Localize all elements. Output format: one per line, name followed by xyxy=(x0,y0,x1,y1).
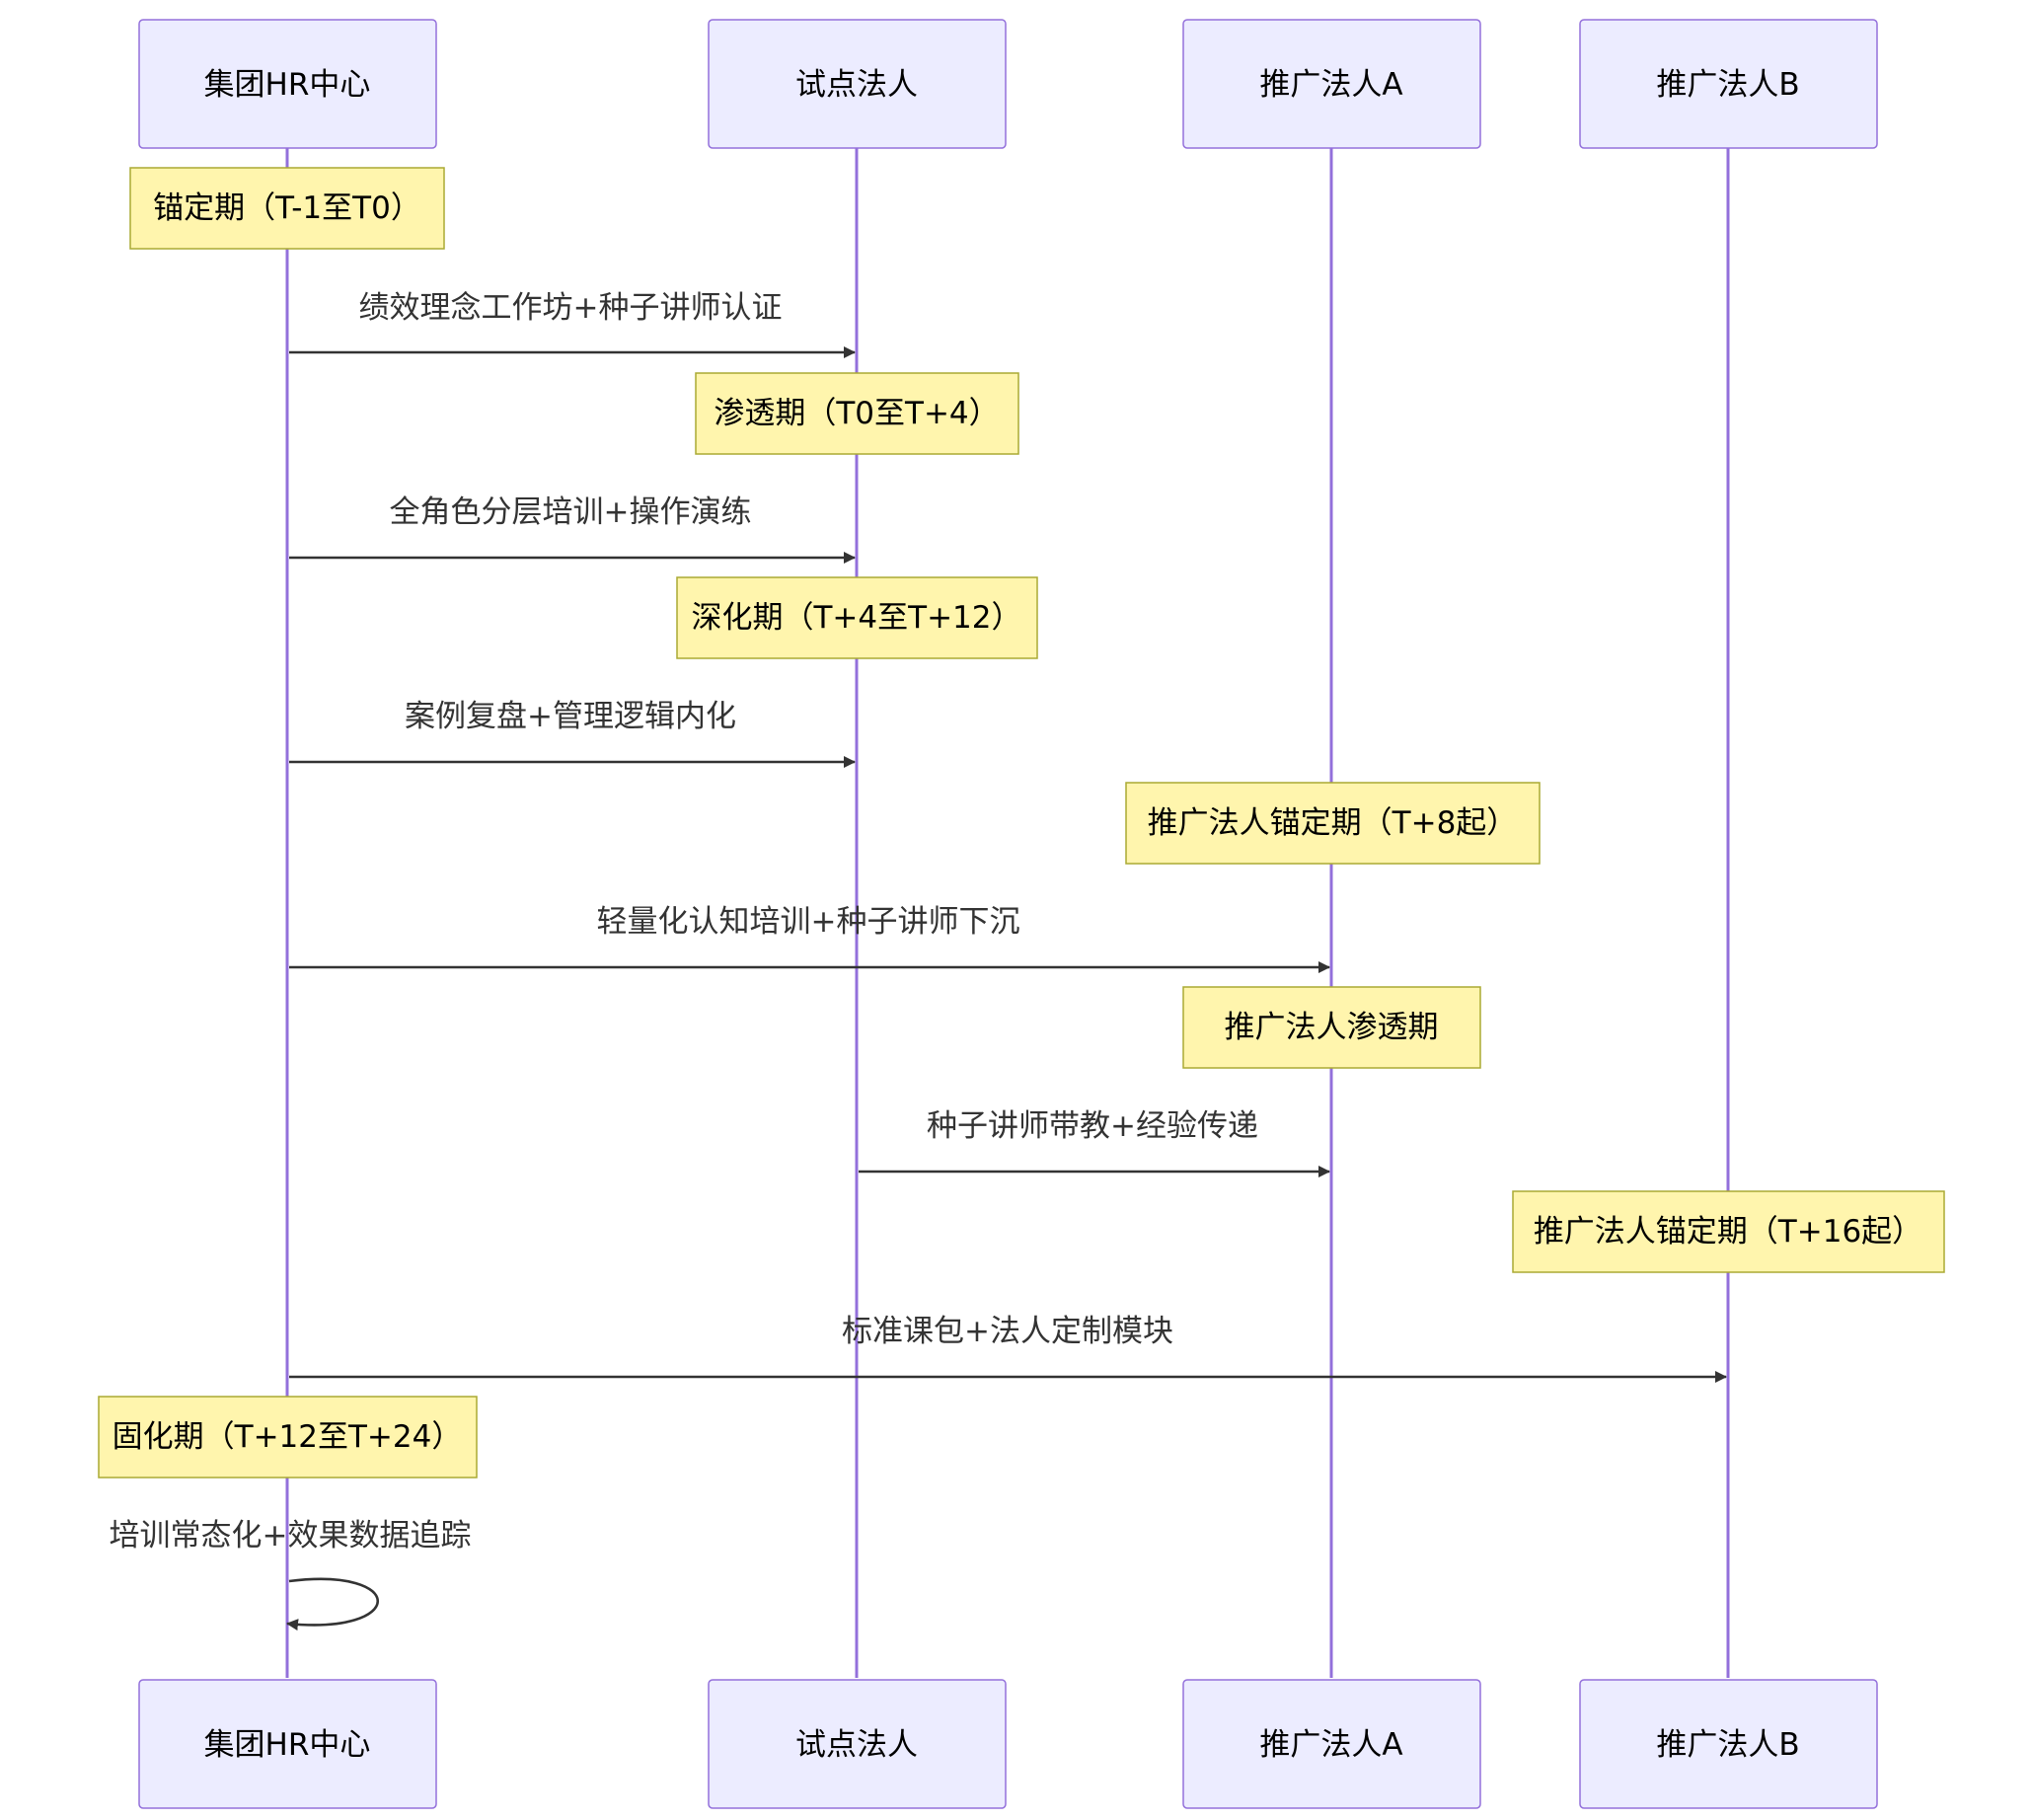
note-box xyxy=(129,167,445,250)
actor-box xyxy=(708,1679,1007,1809)
actor-label: 推广法人A xyxy=(1259,67,1402,103)
message-label: 种子讲师带教+经验传递 xyxy=(927,1108,1258,1144)
actor-a-bottom[interactable]: 推广法人A xyxy=(1182,1679,1481,1809)
note-box xyxy=(695,372,1019,455)
note-consolidation-period: 固化期（T+12至T+24） xyxy=(98,1396,478,1479)
note-promotion-penetration-a: 推广法人渗透期 xyxy=(1182,986,1481,1069)
note-box xyxy=(1125,782,1541,865)
actor-pilot-top[interactable]: 试点法人 xyxy=(708,19,1007,149)
actor-b-top[interactable]: 推广法人B xyxy=(1579,19,1878,149)
note-deepening-period: 深化期（T+4至T+12） xyxy=(676,576,1038,659)
note-box xyxy=(1512,1190,1945,1273)
actor-label: 推广法人B xyxy=(1656,67,1799,103)
actor-hr-top[interactable]: 集团HR中心 xyxy=(138,19,437,149)
note-penetration-period: 渗透期（T0至T+4） xyxy=(695,372,1019,455)
message-standard-package: 标准课包+法人定制模块 xyxy=(289,1314,1727,1383)
actor-label: 集团HR中心 xyxy=(204,67,371,103)
actor-label: 推广法人A xyxy=(1259,1727,1402,1763)
message-mentoring: 种子讲师带教+经验传递 xyxy=(859,1108,1330,1177)
actor-pilot-bottom[interactable]: 试点法人 xyxy=(708,1679,1007,1809)
note-box xyxy=(1182,986,1481,1069)
actor-label: 试点法人 xyxy=(795,67,918,103)
message-label: 案例复盘+管理逻辑内化 xyxy=(405,699,736,734)
actor-box xyxy=(708,19,1007,149)
message-self-tracking: 培训常态化+效果数据追踪 xyxy=(110,1518,472,1631)
actor-b-bottom[interactable]: 推广法人B xyxy=(1579,1679,1878,1809)
note-box xyxy=(676,576,1038,659)
actor-box xyxy=(1182,19,1481,149)
actor-box xyxy=(138,1679,437,1809)
message-label: 全角色分层培训+操作演练 xyxy=(390,494,752,530)
note-promotion-anchor-a: 推广法人锚定期（T+8起） xyxy=(1125,782,1541,865)
message-label: 轻量化认知培训+种子讲师下沉 xyxy=(597,904,1020,940)
note-text: 固化期（T+12至T+24） xyxy=(113,1419,463,1455)
actor-label: 推广法人B xyxy=(1656,1727,1799,1763)
note-promotion-anchor-b: 推广法人锚定期（T+16起） xyxy=(1512,1190,1945,1273)
message-label: 标准课包+法人定制模块 xyxy=(842,1314,1173,1349)
message-self-arrow xyxy=(286,1577,380,1631)
note-text: 推广法人锚定期（T+16起） xyxy=(1534,1214,1922,1250)
note-text: 锚定期（T-1至T0） xyxy=(153,190,421,226)
note-anchor-period: 锚定期（T-1至T0） xyxy=(129,167,445,250)
actor-box xyxy=(138,19,437,149)
actor-a-top[interactable]: 推广法人A xyxy=(1182,19,1481,149)
note-text: 推广法人渗透期 xyxy=(1225,1010,1439,1045)
message-label: 绩效理念工作坊+种子讲师认证 xyxy=(359,290,783,326)
actor-box xyxy=(1182,1679,1481,1809)
actor-box xyxy=(1579,1679,1878,1809)
note-text: 推广法人锚定期（T+8起） xyxy=(1148,805,1518,841)
actor-hr-bottom[interactable]: 集团HR中心 xyxy=(138,1679,437,1809)
actor-label: 集团HR中心 xyxy=(204,1727,371,1763)
note-text: 深化期（T+4至T+12） xyxy=(692,600,1022,636)
message-label: 培训常态化+效果数据追踪 xyxy=(110,1518,472,1554)
message-layered-training: 全角色分层培训+操作演练 xyxy=(289,494,856,564)
message-light-training: 轻量化认知培训+种子讲师下沉 xyxy=(289,904,1330,973)
message-case-review: 案例复盘+管理逻辑内化 xyxy=(289,699,856,768)
actor-box xyxy=(1579,19,1878,149)
note-text: 渗透期（T0至T+4） xyxy=(714,396,999,431)
actor-label: 试点法人 xyxy=(795,1727,918,1763)
note-box xyxy=(98,1396,478,1479)
message-workshop: 绩效理念工作坊+种子讲师认证 xyxy=(289,290,856,358)
